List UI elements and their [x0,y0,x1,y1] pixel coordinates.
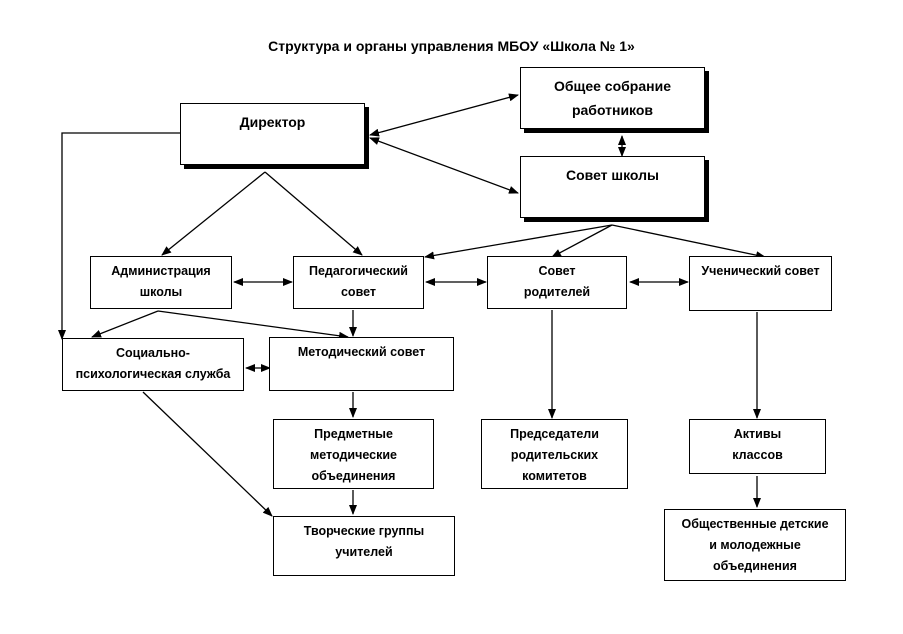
edge-director-general-meeting [369,93,519,137]
node-label-line: и молодежные [709,538,801,552]
node-subject-associations: Предметные методические объединения [273,419,434,489]
node-label-line: Директор [239,114,306,130]
node-pedagogical-council: Педагогический совет [293,256,424,309]
node-youth-associations: Общественные детские и молодежные объедине… [664,509,846,581]
edge-admin-methodical [157,310,349,340]
node-label-line: Общее собрание [554,78,671,94]
node-label-line: Социально- [116,346,190,360]
node-label-line: работников [571,102,654,118]
node-label-line: Общественные детские [681,517,829,531]
node-label-line: классов [732,448,783,462]
diagram-title: Структура и органы управления МБОУ «Школ… [268,38,635,54]
node-label-line: психологическая служба [75,367,231,381]
node-label-line: Педагогический [308,264,408,278]
edge-director-administration [161,171,266,256]
node-general-meeting: Общее собрание работников [520,67,705,129]
node-label-line: Методический совет [297,345,426,359]
edge-admin-social-service [91,310,159,338]
node-label-line: совет [340,285,377,299]
node-label-line: Председатели [510,427,599,441]
node-label-line: Активы [733,427,782,441]
node-label-line: Администрация [111,264,211,278]
edge-council-pedagogical [424,224,613,260]
node-label-line: Творческие группы [303,524,425,538]
node-label-line: Ученический совет [701,264,820,278]
node-label-line: Совет [538,264,576,278]
node-school-council: Совет школы [520,156,705,218]
node-student-council: Ученический совет [689,256,832,311]
edge-director-school-council [369,137,519,194]
node-administration: Администрация школы [90,256,232,309]
node-social-service: Социально-психологическая служба [62,338,244,391]
node-label-line: методические [310,448,397,462]
node-parents-council: Совет родителей [487,256,627,309]
node-director: Директор [180,103,365,165]
node-class-activists: Активы классов [689,419,826,474]
edge-council-parents [551,224,613,258]
node-label-line: Совет школы [566,167,659,183]
edge-director-social-service [58,132,180,340]
node-label-line: учителей [335,545,393,559]
node-parent-committee-chairs: Председатели родительских комитетов [481,419,628,489]
node-label-line: родительских [510,448,599,462]
node-label-line: родителей [523,285,591,299]
edge-director-pedagogical [264,171,363,256]
node-label-line: объединения [311,469,396,483]
node-label-line: Предметные [314,427,393,441]
edge-council-student [611,224,766,260]
edge-social-creative [142,391,273,517]
node-label-line: объединения [713,559,797,573]
node-creative-groups: Творческие группы учителей [273,516,455,576]
node-label-line: школы [139,285,183,299]
node-methodical-council: Методический совет [269,337,454,391]
node-label-line: комитетов [522,469,587,483]
